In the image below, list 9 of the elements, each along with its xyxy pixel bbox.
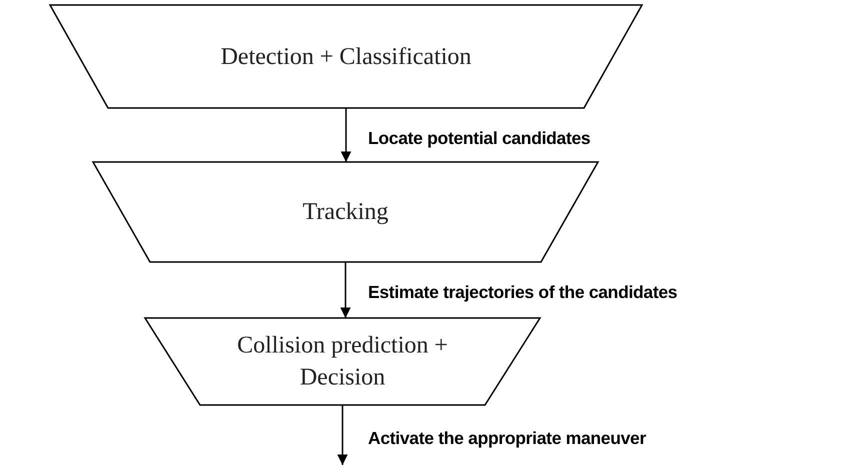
- edge-label: Locate potential candidates: [368, 128, 590, 149]
- edge-label: Activate the appropriate maneuver: [368, 428, 646, 449]
- stage-label: Tracking: [302, 198, 390, 227]
- arrow: [337, 405, 348, 465]
- arrow: [340, 108, 352, 162]
- arrow: [340, 262, 351, 318]
- edge-label: Estimate trajectories of the candidates: [368, 282, 678, 303]
- stage-label: Detection + Classification: [220, 42, 472, 72]
- stage-label: Collision prediction + Decision: [236, 331, 449, 392]
